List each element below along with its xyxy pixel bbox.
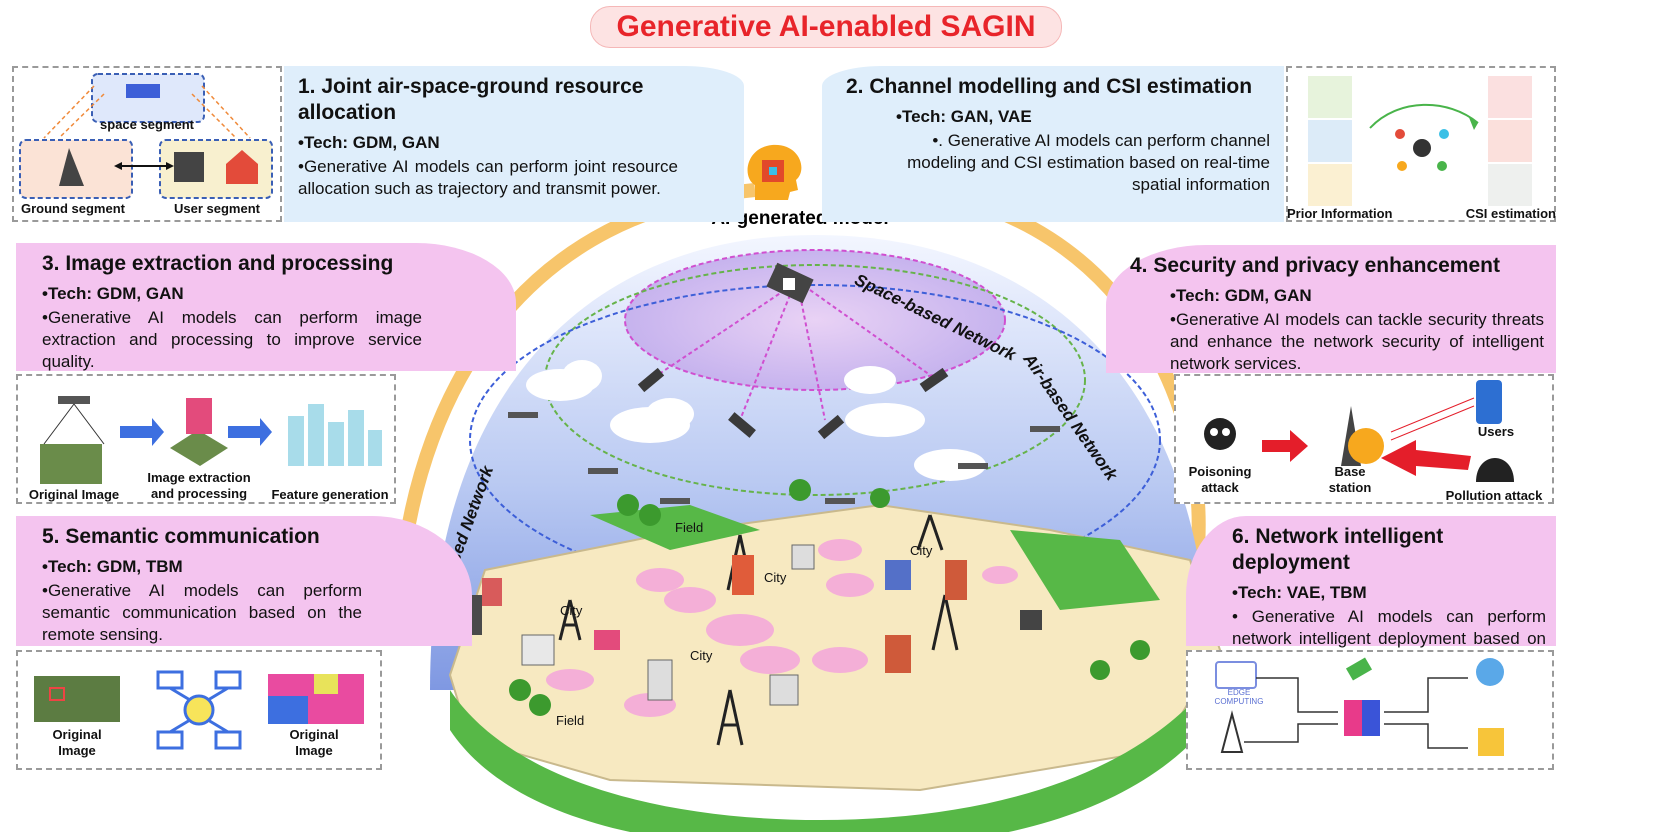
edge-label-line2: COMPUTING [1214,697,1264,706]
poisoning-label-line1: Poisoning [1188,464,1252,479]
processing-icon [170,430,228,466]
security-figure [1174,374,1554,504]
panel-image-extraction: 3. Image extraction and processing •Tech… [16,243,516,371]
panel-description: •Generative AI models can perform semant… [42,581,362,644]
segments-figure [12,66,282,222]
cloud-server-icon [1476,658,1504,686]
sagin-dome-illustration [380,183,1222,832]
satellite-icon [1345,657,1373,681]
field-label: Field [675,520,704,535]
field-label: Field [556,713,585,728]
city-label: City [910,543,933,558]
image-processing-figure [16,374,396,504]
panel-joint-resource-allocation: 1. Joint air-space-ground resource alloc… [284,66,744,222]
house-icon [226,150,258,184]
skull-icon [1204,418,1236,450]
panel-title: 2. Channel modelling and CSI estimation [846,75,1253,98]
semantic-hub-icon [183,694,215,726]
semantic-right-label-line2: Image [295,743,333,758]
feature-generation-label: Feature generation [271,487,389,502]
remote-sensing-image [34,676,120,722]
panel-description: •Generative AI models can tackle securit… [1170,310,1544,373]
csi-figure [1286,66,1556,222]
satellite-icon [126,84,160,98]
space-layer [624,249,1006,391]
ai-head-icon [747,144,802,200]
network-node-icon [1413,139,1431,157]
panel-title: 1. Joint air-space-ground resource alloc… [298,75,644,124]
computer-icon [174,152,204,182]
space-segment-label: space segment [100,117,194,132]
prior-information-label: Prior Information [1287,206,1393,221]
panel-channel-modelling: 2. Channel modelling and CSI estimation … [822,66,1284,222]
air-layer [544,264,1086,496]
cell-tower-icon [1220,710,1244,753]
panel-description: •Generative AI models can perform joint … [298,157,678,198]
city-label: City [690,648,713,663]
central-satellite-icon [766,262,814,304]
panel-tech: •Tech: GAN, VAE [896,107,1032,126]
attack-arrow-icon [1262,430,1308,462]
page-title: Generative AI-enabled SAGIN [590,6,1062,48]
city-buildings [460,544,1042,706]
panel-tech: •Tech: GDM, TBM [42,557,183,576]
panel-network-deployment: 6. Network intelligent deployment •Tech:… [1186,516,1556,670]
aerial-image-thumbnail [40,444,102,484]
panel-semantic-communication: 5. Semantic communication •Tech: GDM, TB… [16,516,472,646]
panel-security-privacy: 4. Security and privacy enhancement •Tec… [1106,245,1556,373]
base-station-label-line2: station [1328,480,1372,495]
image-extraction-label-line1: Image extraction [147,470,251,485]
poisoning-label-line2: attack [1201,480,1239,495]
original-image-label: Original Image [28,487,120,502]
semantic-figure [16,650,382,770]
users-label: Users [1477,424,1515,439]
csi-estimation-label: CSI estimation [1465,206,1556,221]
edge-computing-icon [1215,661,1257,689]
drone-icon [58,396,90,404]
base-station-towers [558,514,959,746]
phone-icon [1476,380,1502,424]
arrow-icon [120,418,164,446]
hacker-icon [1476,458,1514,482]
panel-description: •Generative AI models can perform image … [42,308,422,371]
panel-tech: •Tech: GDM, GAN [1170,286,1312,305]
edge-label-line1: EDGE [1227,688,1251,697]
panel-title: 5. Semantic communication [42,525,320,548]
user-segment-label: User segment [174,201,260,216]
semantic-right-label-line1: Original [289,727,339,742]
ground-dish-icon [59,148,84,186]
panel-title: 6. Network intelligent deployment [1232,525,1444,574]
arrow-icon [228,418,272,446]
secure-folder-icon [1478,728,1504,756]
city-label: City [764,570,787,585]
panel-title: 3. Image extraction and processing [42,252,394,275]
panel-description: •. Generative AI models can perform chan… [907,131,1270,194]
image-extraction-label-line2: and processing [150,486,248,501]
ground-layer [469,284,1161,596]
panel-tech: •Tech: VAE, TBM [1232,583,1367,602]
semantic-left-label-line2: Image [58,743,96,758]
panel-tech: •Tech: GDM, GAN [298,133,440,152]
panel-tech: •Tech: GDM, GAN [42,284,184,303]
base-station-label-line1: Base [1334,464,1366,479]
semantic-left-label-line1: Original [52,727,102,742]
city-label: City [560,603,583,618]
drone-icons [508,412,1060,504]
3d-city-icon [288,404,382,466]
panel-title: 4. Security and privacy enhancement [1130,254,1500,277]
pollution-attack-label: Pollution attack [1445,488,1543,503]
deployment-figure [1186,650,1554,770]
ground-segment-label: Ground segment [20,201,125,216]
